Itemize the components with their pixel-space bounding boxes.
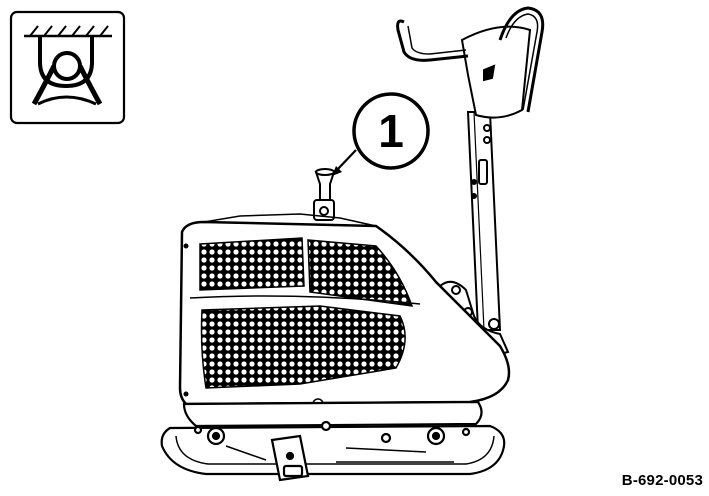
lifting-eye: [313, 168, 336, 221]
base-plate: [160, 400, 506, 482]
hook-lifting-icon: [9, 10, 126, 125]
engine-hood: [178, 213, 511, 410]
callout-1: 1: [332, 92, 430, 176]
figure-id: B-692-0053: [621, 472, 703, 489]
callout-number: 1: [378, 105, 404, 157]
guide-handle: [396, 6, 545, 358]
